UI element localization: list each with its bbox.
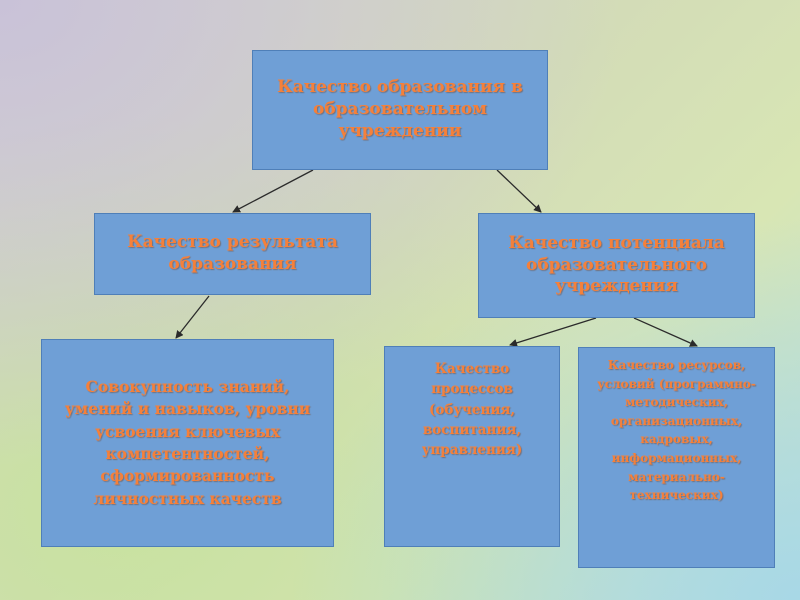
node-result-quality-label: Качество результата образования xyxy=(127,232,338,274)
node-knowledge-skills: Совокупность знаний, умений и навыков, у… xyxy=(41,339,334,547)
node-resources-quality-label: Качество ресурсов, условий (программно-м… xyxy=(597,358,756,503)
arrow-potential-to-resources xyxy=(633,317,698,347)
node-process-quality: Качество процессов (обучения, воспитания… xyxy=(384,346,560,547)
arrow-top-to-result xyxy=(232,169,314,213)
node-potential-quality: Качество потенциала образовательного учр… xyxy=(478,213,755,318)
arrow-potential-to-processes xyxy=(509,317,597,347)
node-education-quality: Качество образования в образовательном у… xyxy=(252,50,548,170)
node-knowledge-skills-label: Совокупность знаний, умений и навыков, у… xyxy=(64,376,311,508)
node-resources-quality: Качество ресурсов, условий (программно-м… xyxy=(578,347,775,568)
arrow-top-to-potential xyxy=(496,169,542,213)
node-potential-quality-label: Качество потенциала образовательного учр… xyxy=(508,232,725,297)
arrow-result-to-knowledge xyxy=(175,295,210,339)
node-result-quality: Качество результата образования xyxy=(94,213,371,295)
node-process-quality-label: Качество процессов (обучения, воспитания… xyxy=(421,361,523,458)
node-education-quality-label: Качество образования в образовательном у… xyxy=(277,77,523,141)
